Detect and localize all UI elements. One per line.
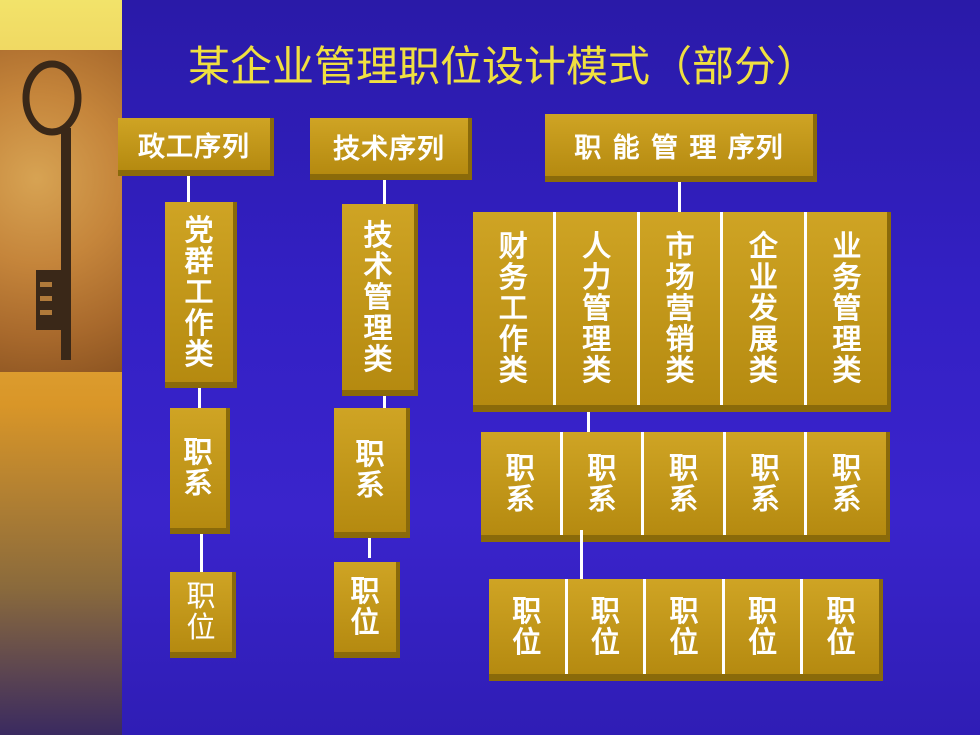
header-technical: 技术序列 bbox=[310, 118, 472, 180]
key-photo bbox=[0, 50, 122, 372]
category-marketing: 市场营销类 bbox=[636, 212, 720, 405]
category-technical: 技术管理类 bbox=[342, 204, 418, 396]
connector bbox=[383, 180, 386, 204]
connector bbox=[580, 530, 583, 580]
position-cell: 职位 bbox=[721, 579, 801, 674]
category-party: 党群工作类 bbox=[165, 202, 237, 388]
position-group-cell: 职系 bbox=[804, 432, 886, 535]
functional-categories: 财务工作类 人力管理类 市场营销类 企业发展类 业务管理类 bbox=[473, 212, 891, 412]
position-group-cell: 职系 bbox=[559, 432, 642, 535]
category-business: 业务管理类 bbox=[803, 212, 887, 405]
connector bbox=[383, 396, 386, 408]
position-group-cell: 职系 bbox=[505, 450, 535, 516]
connector bbox=[187, 176, 190, 202]
connector bbox=[200, 534, 203, 572]
category-finance: 财务工作类 bbox=[498, 229, 528, 387]
position-cell: 职位 bbox=[643, 579, 722, 674]
position-cell: 职位 bbox=[800, 579, 879, 674]
functional-positions: 职位 职位 职位 职位 职位 bbox=[489, 579, 883, 681]
position-group-cell: 职系 bbox=[722, 432, 805, 535]
position-group-cell: 职系 bbox=[641, 432, 723, 535]
connector bbox=[587, 412, 590, 432]
position-cell: 职位 bbox=[564, 579, 644, 674]
category-development: 企业发展类 bbox=[720, 212, 803, 405]
header-political: 政工序列 bbox=[118, 118, 274, 176]
functional-position-groups: 职系 职系 职系 职系 职系 bbox=[481, 432, 890, 542]
header-functional: 职 能 管 理 序列 bbox=[545, 114, 817, 182]
position-political: 职位 bbox=[170, 572, 236, 658]
position-group-technical: 职系 bbox=[334, 408, 410, 538]
connector bbox=[368, 538, 371, 558]
category-hr: 人力管理类 bbox=[553, 212, 636, 405]
key-icon bbox=[22, 60, 82, 360]
page-title: 某企业管理职位设计模式（部分） bbox=[188, 42, 819, 91]
connector bbox=[198, 388, 201, 408]
position-group-political: 职系 bbox=[170, 408, 230, 534]
connector bbox=[678, 182, 681, 212]
position-technical: 职位 bbox=[334, 562, 400, 658]
position-cell: 职位 bbox=[512, 593, 542, 659]
